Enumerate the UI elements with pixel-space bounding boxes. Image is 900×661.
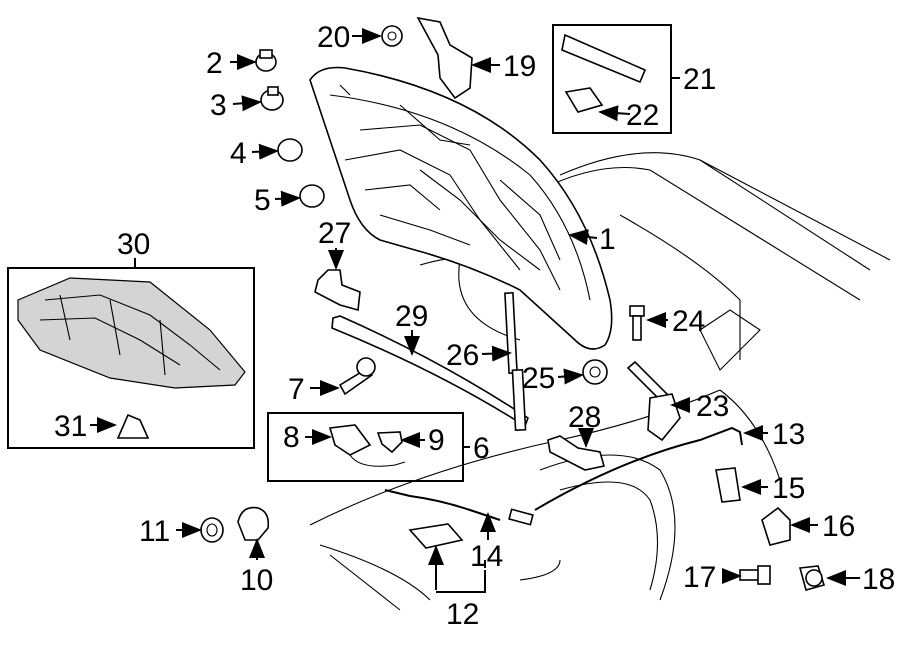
- callout-3: 3: [210, 89, 227, 122]
- grommet-11: [200, 517, 224, 543]
- clip-15: [715, 467, 741, 503]
- callout-9: 9: [428, 424, 445, 457]
- callout-2: 2: [206, 47, 223, 80]
- callout-7: 7: [288, 373, 305, 406]
- callout-12: 12: [446, 598, 479, 631]
- hood-seal: [561, 33, 647, 113]
- clip-3: [260, 86, 284, 111]
- bolt-24: [629, 305, 645, 341]
- hood-latch: [328, 424, 406, 467]
- clip-2: [255, 49, 277, 72]
- nut-20: [381, 25, 403, 47]
- release-cable-13: [534, 426, 743, 511]
- callout-14: 14: [470, 540, 503, 573]
- callout-labels: 1 2 3 4 5 6 7 8 9 10 11 12 13 14 15 16 1…: [54, 21, 895, 631]
- support-strut-26: [504, 292, 527, 432]
- callout-22: 22: [626, 99, 659, 132]
- hinge-27: [314, 269, 361, 312]
- callout-16: 16: [822, 510, 855, 543]
- hood-panel: [309, 66, 613, 350]
- callout-4: 4: [230, 137, 247, 170]
- callout-21: 21: [683, 63, 716, 96]
- callout-1: 1: [599, 223, 616, 256]
- callout-10: 10: [240, 564, 273, 597]
- nut-25: [582, 359, 608, 385]
- bolt-7: [338, 357, 376, 396]
- callout-13: 13: [772, 418, 805, 451]
- callout-8: 8: [283, 421, 300, 454]
- callout-26: 26: [446, 339, 479, 372]
- callout-6: 6: [473, 432, 490, 465]
- insulator-kit-box: [7, 267, 255, 449]
- cable-14: [384, 489, 534, 526]
- bracket-10: [237, 506, 270, 541]
- callout-25: 25: [522, 362, 555, 395]
- callout-20: 20: [317, 21, 350, 54]
- callout-5: 5: [254, 184, 271, 217]
- hood-insulator: [17, 277, 246, 389]
- callout-11: 11: [139, 515, 170, 548]
- nut-18: [798, 565, 826, 591]
- bracket-28: [547, 435, 606, 471]
- leader-lines: [90, 28, 860, 593]
- screw-17: [739, 565, 771, 585]
- callout-24: 24: [672, 305, 705, 338]
- callout-23: 23: [696, 390, 729, 423]
- plug-4: [277, 138, 303, 162]
- callout-19: 19: [503, 50, 536, 83]
- callout-27: 27: [318, 217, 351, 250]
- callout-30: 30: [117, 228, 150, 261]
- callout-29: 29: [395, 300, 428, 333]
- seal-kit-box: [552, 24, 672, 134]
- bracket-16: [761, 506, 791, 546]
- weatherstrip-29: [331, 315, 529, 428]
- callout-28: 28: [568, 401, 601, 434]
- callout-31: 31: [54, 410, 87, 443]
- hinge-bracket-19: [416, 16, 473, 100]
- insulator-clip: [116, 413, 150, 439]
- prop-rod-23: [626, 360, 681, 442]
- plug-5: [299, 184, 325, 208]
- latch-bumper: [376, 431, 403, 454]
- callout-15: 15: [772, 472, 805, 505]
- callout-18: 18: [862, 563, 895, 596]
- handle-12: [408, 523, 464, 549]
- callout-17: 17: [683, 561, 716, 594]
